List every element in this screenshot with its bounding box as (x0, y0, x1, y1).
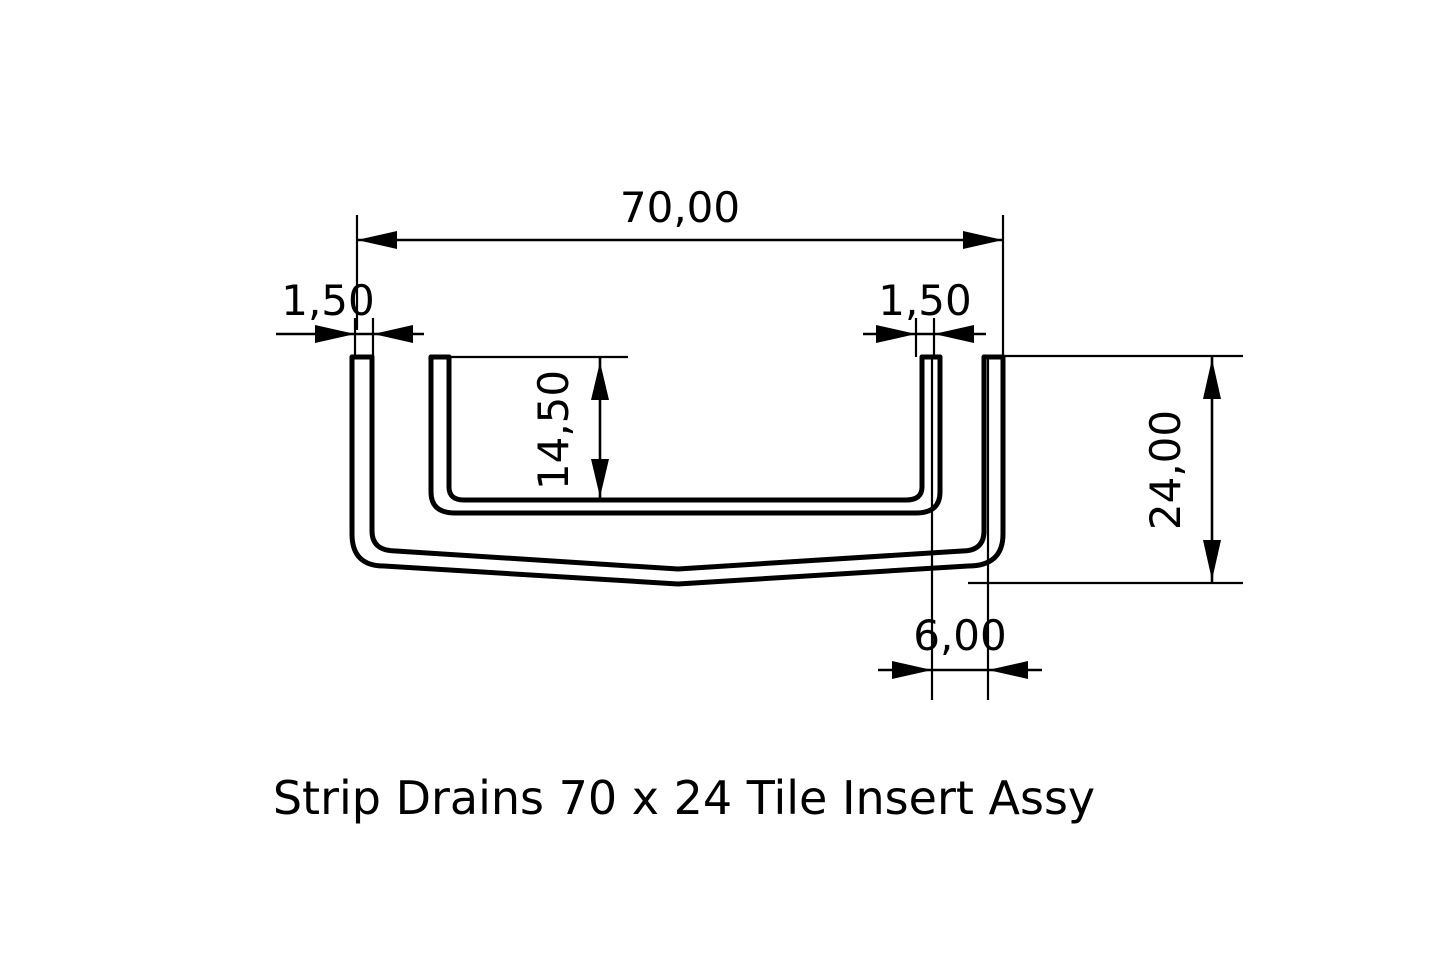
dimension-inner-depth: 14,50 (449, 355, 628, 500)
overall-height-label: 24,00 (1141, 410, 1190, 530)
inner-depth-label: 14,50 (529, 370, 578, 490)
bottom-offset-arrow-b (988, 661, 1028, 679)
overall-width-arrow-right (963, 231, 1003, 249)
inner-tray-inner-face (446, 354, 925, 503)
overall-width-label: 70,00 (620, 183, 740, 232)
inner-depth-arrow-top (591, 362, 609, 400)
dimension-bottom-offset: 6,00 (878, 357, 1042, 700)
drawing-title: Strip Drains 70 x 24 Tile Insert Assy (273, 771, 1095, 825)
bottom-offset-arrow-a (892, 661, 932, 679)
outer-profile-inner-face (369, 354, 987, 572)
outer-profile-outline (349, 354, 1006, 587)
right-thickness-label: 1,50 (878, 276, 972, 325)
bottom-offset-label: 6,00 (913, 611, 1007, 660)
dimension-right-wall-thickness: 1,50 (863, 276, 986, 357)
inner-tray-outline (428, 354, 943, 516)
inner-depth-arrow-bottom (591, 459, 609, 497)
dimension-left-wall-thickness: 1,50 (276, 276, 424, 357)
overall-height-arrow-bottom (1203, 540, 1221, 580)
left-thickness-arrow-a (315, 325, 355, 343)
overall-width-arrow-left (357, 231, 397, 249)
left-thickness-label: 1,50 (281, 276, 375, 325)
right-thickness-arrow-b (934, 325, 974, 343)
right-thickness-arrow-a (876, 325, 916, 343)
dimension-overall-height: 24,00 (968, 354, 1243, 585)
dimension-overall-width: 70,00 (355, 183, 1005, 357)
part-profile (349, 354, 1006, 587)
overall-height-arrow-top (1203, 359, 1221, 399)
left-thickness-arrow-b (373, 325, 413, 343)
